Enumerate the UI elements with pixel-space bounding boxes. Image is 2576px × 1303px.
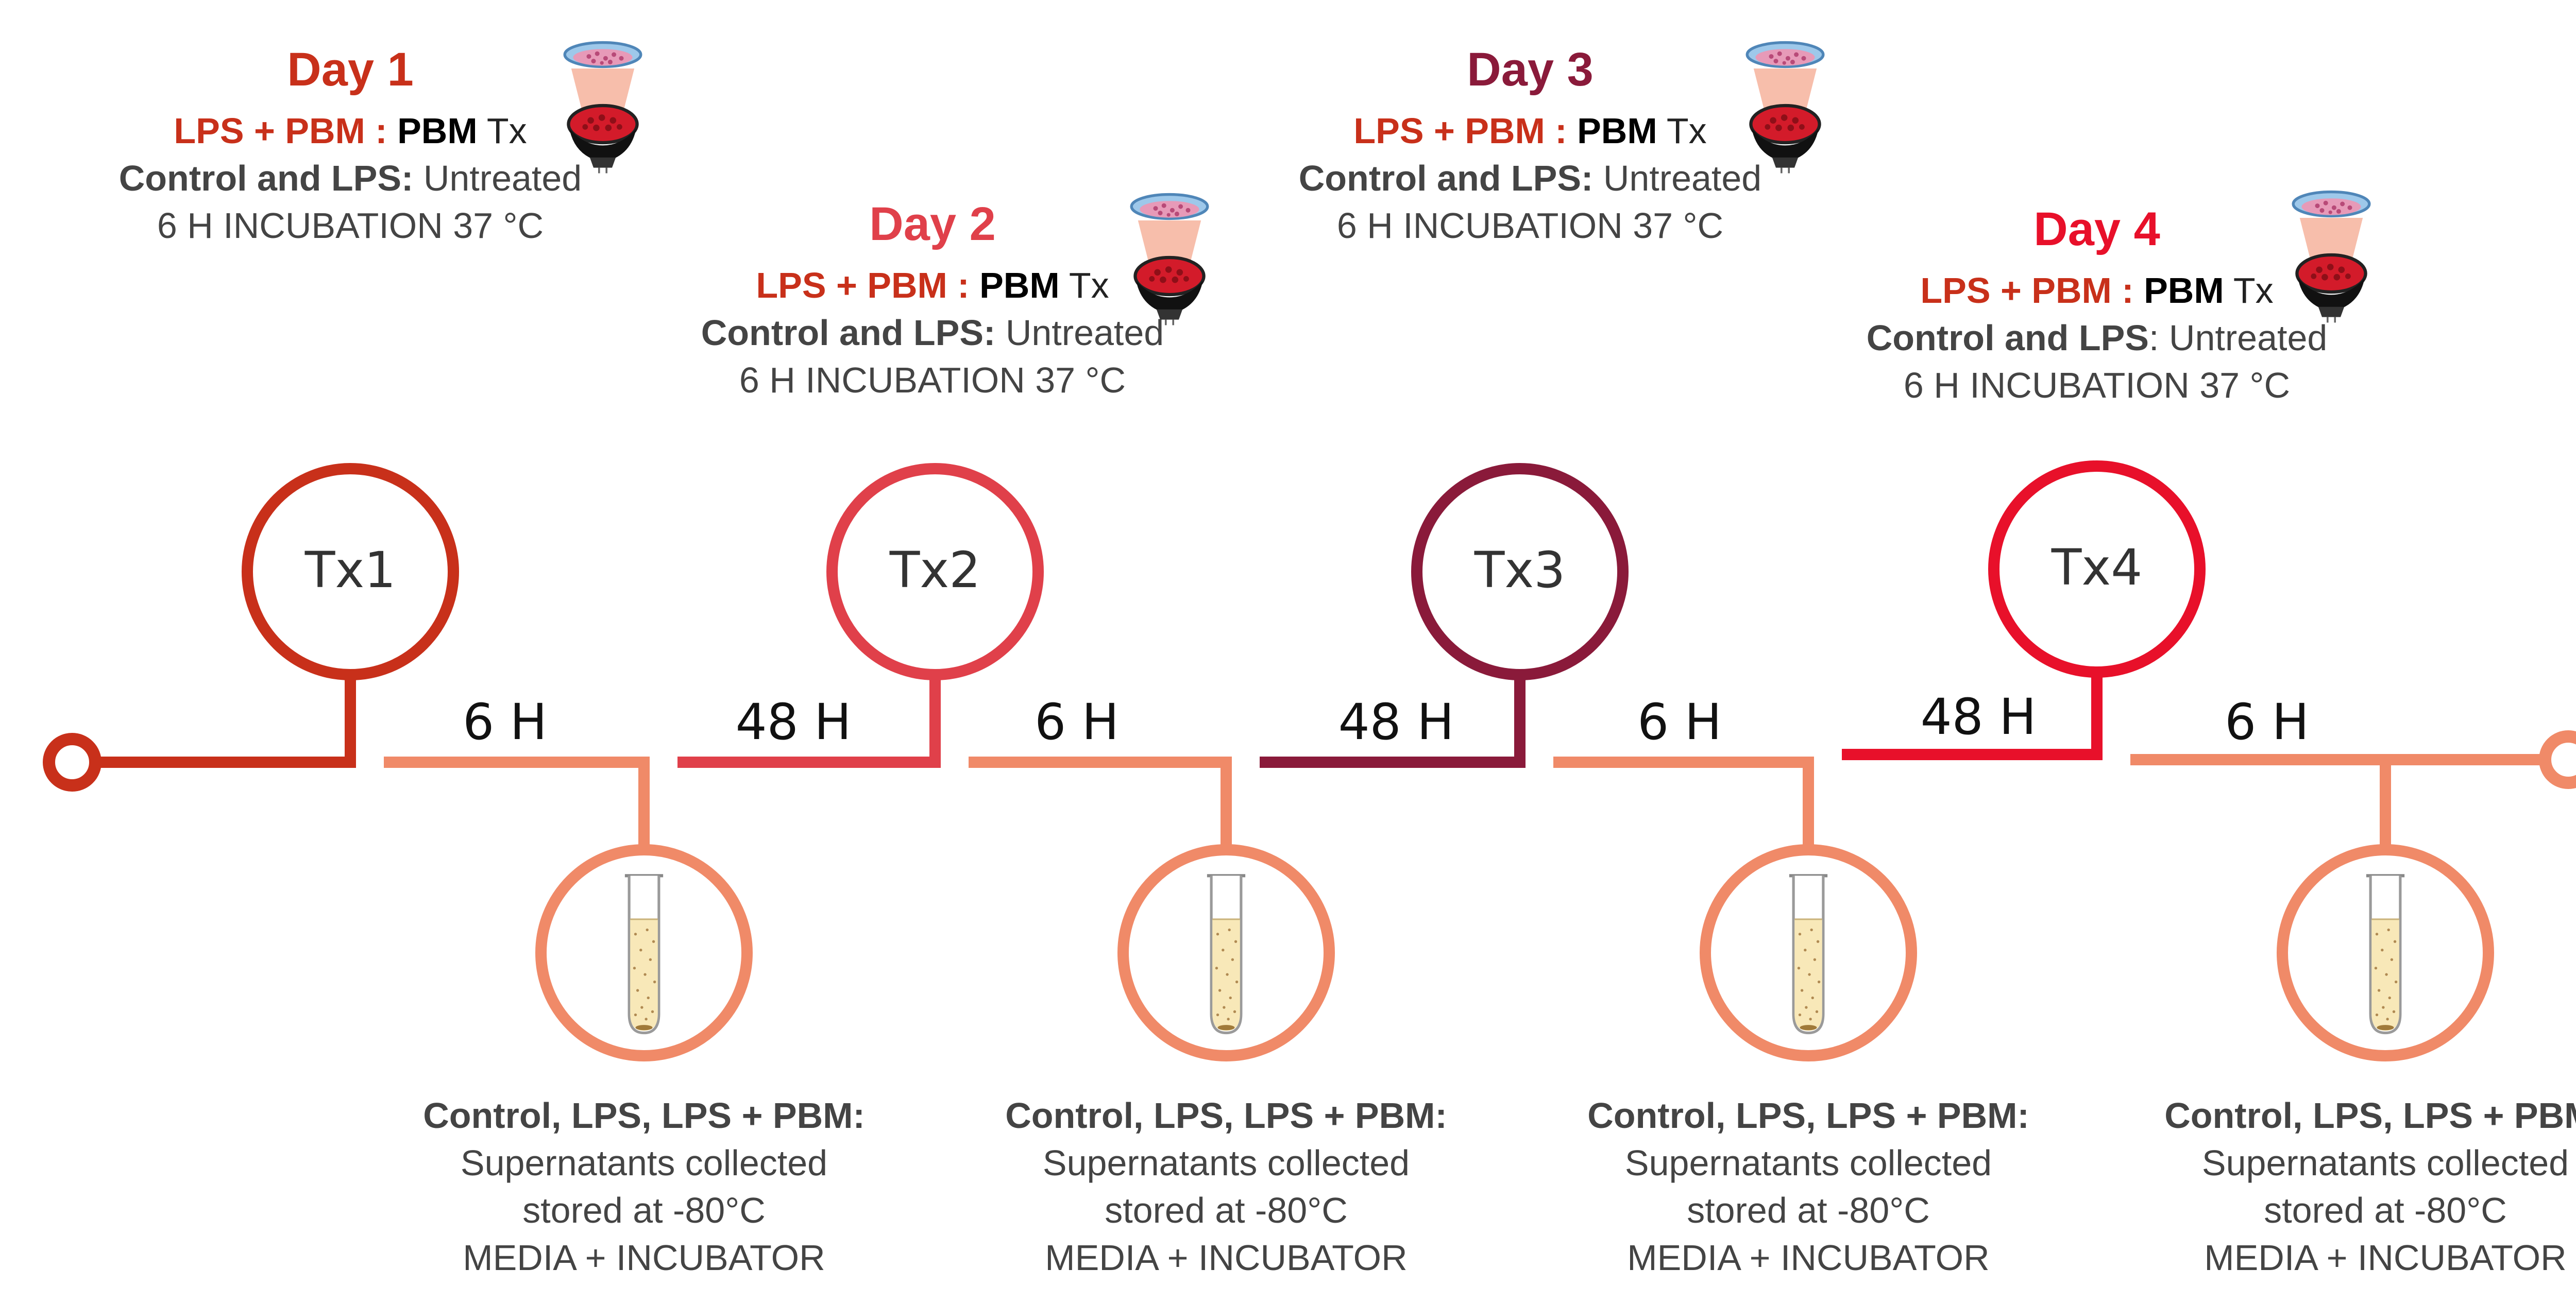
sample-line: MEDIA + INCUBATOR [1627,1238,1990,1278]
sample-line: Supernatants collected [1624,1143,1992,1183]
interval-label: 6 H [463,693,547,751]
sample-segment [384,757,650,847]
incubation-line: 6 H INCUBATION 37 °C [1903,365,2291,405]
sample-2-caption: Control, LPS, LPS + PBM: Supernatants co… [917,1092,1535,1281]
tx-label: Tx [2233,270,2274,311]
treatment-node [242,463,459,680]
timeline-segment [1260,675,1526,768]
pbm-label: PBM [979,265,1060,305]
day-title: Day 2 [869,198,996,250]
treatment-label: LPS + PBM : [174,111,387,151]
treatment-node [1988,460,2206,678]
incubation-line: 6 H INCUBATION 37 °C [1336,205,1724,246]
interval-label: 48 H [1338,693,1454,751]
treatment-node [1411,463,1629,680]
interval-label: 6 H [2225,693,2309,751]
control-label: Control and LPS: [701,313,996,353]
pbm-lamp-icon [1747,43,1823,174]
interval-label: 6 H [1035,693,1119,751]
timeline-segment [95,675,356,768]
control-label: Control and LPS: [1298,158,1594,198]
pbm-label: PBM [1577,111,1657,151]
treatment-label: Tx3 [1474,541,1566,599]
control-value: Untreated [423,158,582,198]
day-3-block: Day 3 LPS + PBM : PBM Tx Control and LPS… [1221,41,1839,249]
sample-line: stored at -80°C [1105,1190,1348,1230]
sample-line: stored at -80°C [522,1190,766,1230]
sample-line: stored at -80°C [1687,1190,1930,1230]
control-line: Control and LPS: Untreated [41,155,659,202]
day-4-block: Day 4 LPS + PBM : PBM Tx Control and LPS… [1788,201,2406,409]
sample-head: Control, LPS, LPS + PBM: [1005,1095,1447,1136]
timeline-start-marker [43,733,101,792]
timeline-end-marker [2539,730,2576,789]
sample-head: Control, LPS, LPS + PBM: [1587,1095,2029,1136]
sample-line: Supernatants collected [1042,1143,1410,1183]
sample-line: MEDIA + INCUBATOR [2204,1238,2567,1278]
interval-label: 48 H [736,693,852,751]
test-tube-icon [2366,876,2404,1033]
control-line: Control and LPS: Untreated [623,309,1242,356]
tx-label: Tx [486,111,527,151]
day-2-block: Day 2 LPS + PBM : PBM Tx Control and LPS… [623,196,1242,404]
treatment-label: LPS + PBM : [756,265,970,305]
pbm-lamp-icon [1131,195,1208,325]
tx-label: Tx [1666,111,1707,151]
sample-head: Control, LPS, LPS + PBM: [2164,1095,2576,1136]
treatment-line: LPS + PBM : PBM Tx [623,262,1242,309]
sample-3-caption: Control, LPS, LPS + PBM: Supernatants co… [1499,1092,2117,1281]
control-line: Control and LPS: Untreated [1221,155,1839,202]
treatment-line: LPS + PBM : PBM Tx [41,107,659,155]
pbm-label: PBM [2144,270,2224,311]
test-tube-icon [1789,876,1827,1033]
control-label: Control and LPS: [118,158,414,198]
pbm-lamp-icon [2293,192,2369,323]
treatment-label: LPS + PBM : [1920,270,2134,311]
control-line: Control and LPS: Untreated [1788,314,2406,362]
treatment-label: Tx2 [889,541,981,599]
treatment-node [826,463,1044,680]
treatment-label: Tx1 [304,541,396,599]
interval-label: 6 H [1637,693,1722,751]
sample-4-caption: Control, LPS, LPS + PBM: Supernatants co… [2076,1092,2576,1281]
treatment-line: LPS + PBM : PBM Tx [1221,107,1839,155]
control-label: Control and LPS [1866,318,2149,358]
interval-label: 48 H [1921,688,2037,746]
sample-segment [1553,757,1814,847]
day-title: Day 3 [1467,43,1594,96]
sample-line: Supernatants collected [2201,1143,2569,1183]
control-value: Untreated [1005,313,1164,353]
sample-head: Control, LPS, LPS + PBM: [423,1095,865,1136]
incubation-line: 6 H INCUBATION 37 °C [739,360,1126,400]
pbm-label: PBM [397,111,478,151]
sample-line: MEDIA + INCUBATOR [1045,1238,1408,1278]
treatment-line: LPS + PBM : PBM Tx [1788,267,2406,314]
sample-line: Supernatants collected [460,1143,828,1183]
day-1-block: Day 1 LPS + PBM : PBM Tx Control and LPS… [41,41,659,249]
tx-label: Tx [1069,265,1109,305]
incubation-line: 6 H INCUBATION 37 °C [157,205,544,246]
day-title: Day 4 [2033,203,2160,255]
treatment-label: LPS + PBM : [1353,111,1567,151]
pbm-lamp-icon [565,43,641,174]
treatment-label: Tx4 [2051,539,2143,596]
control-value: Untreated [1603,158,1762,198]
sample-1-caption: Control, LPS, LPS + PBM: Supernatants co… [335,1092,953,1281]
control-value: : Untreated [2149,318,2328,358]
timeline-segment [677,675,941,768]
sample-line: MEDIA + INCUBATOR [463,1238,825,1278]
sample-line: stored at -80°C [2264,1190,2507,1230]
test-tube-icon [625,876,663,1033]
sample-segment [969,757,1232,847]
test-tube-icon [1207,876,1245,1033]
day-title: Day 1 [287,43,414,96]
timeline-segment [1842,672,2103,760]
